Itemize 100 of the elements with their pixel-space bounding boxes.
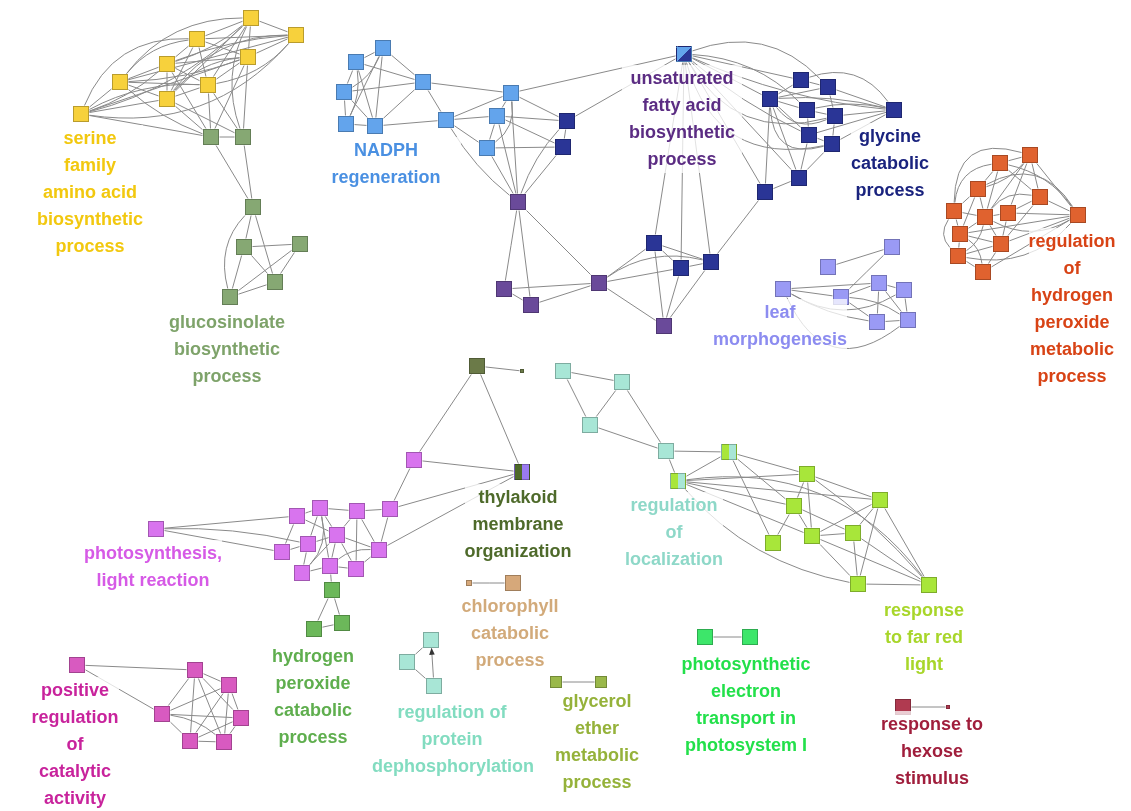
connector-line xyxy=(393,468,411,501)
connector-line xyxy=(89,88,112,108)
connector-line xyxy=(215,145,249,199)
connector-line xyxy=(238,284,267,295)
network-node xyxy=(267,274,283,290)
connector-line xyxy=(212,26,247,77)
connector-line xyxy=(331,543,336,558)
connector-line xyxy=(198,721,233,738)
connector-line xyxy=(197,678,222,734)
network-node xyxy=(872,492,888,508)
connector-line xyxy=(820,533,845,536)
connector-line xyxy=(764,107,771,184)
connector-line xyxy=(984,171,994,181)
connector-line xyxy=(224,215,246,289)
connector-line xyxy=(607,269,673,282)
connector-line xyxy=(173,57,240,91)
connector-line xyxy=(802,509,845,530)
connector-line xyxy=(968,235,993,243)
connector-line xyxy=(817,137,824,142)
connector-line xyxy=(175,87,200,97)
connector-line xyxy=(172,34,288,91)
connector-line xyxy=(170,713,233,719)
connector-line xyxy=(338,566,348,569)
network-node xyxy=(322,558,338,574)
network-node xyxy=(334,615,350,631)
connector-line xyxy=(692,41,821,79)
connector-line xyxy=(89,100,159,113)
connector-line xyxy=(255,215,273,274)
connector-line xyxy=(324,516,333,527)
connector-line xyxy=(252,243,292,248)
network-node xyxy=(505,575,521,591)
connector-line xyxy=(170,714,216,736)
connector-line xyxy=(280,252,295,274)
connector-line xyxy=(248,26,251,49)
connector-line xyxy=(800,143,808,170)
connector-line xyxy=(89,115,203,136)
connector-line xyxy=(170,721,182,734)
connector-line xyxy=(305,519,329,532)
connector-line xyxy=(214,65,245,129)
connector-line xyxy=(962,196,970,204)
connector-line xyxy=(164,530,274,551)
connector-line xyxy=(491,156,514,194)
connector-line xyxy=(798,514,808,528)
network-node xyxy=(148,521,164,537)
connector-line xyxy=(1016,200,1032,210)
connector-line xyxy=(364,64,415,80)
connector-line xyxy=(317,598,329,621)
connector-line xyxy=(303,552,307,565)
network-node xyxy=(721,444,737,460)
connector-line xyxy=(290,546,300,550)
connector-line xyxy=(1008,156,1022,162)
connector-line xyxy=(175,105,203,131)
connector-line xyxy=(213,93,238,129)
network-node xyxy=(921,577,937,593)
connector-line xyxy=(198,47,207,77)
connector-line xyxy=(344,100,346,116)
network-node xyxy=(245,199,261,215)
connector-line xyxy=(815,476,872,498)
network-node xyxy=(503,85,519,101)
connector-line xyxy=(626,390,662,443)
network-node xyxy=(827,108,843,124)
network-node xyxy=(112,74,128,90)
connector-line xyxy=(495,146,555,149)
network-node xyxy=(324,582,340,598)
network-node xyxy=(306,621,322,637)
connector-line xyxy=(375,56,383,118)
connector-line xyxy=(195,693,224,733)
connector-line xyxy=(526,210,591,275)
connector-line xyxy=(843,110,886,116)
connector-line xyxy=(343,519,351,527)
connector-line xyxy=(769,107,824,150)
connector-line xyxy=(662,245,703,260)
connector-line xyxy=(498,124,517,194)
connector-line xyxy=(251,255,268,274)
connector-line xyxy=(563,129,567,139)
connector-line xyxy=(454,116,489,120)
network-node xyxy=(479,140,495,156)
connector-line xyxy=(167,678,190,706)
network-node xyxy=(900,312,916,328)
connector-line xyxy=(364,51,375,59)
connector-line xyxy=(422,460,514,472)
network-node xyxy=(582,417,598,433)
connector-line xyxy=(809,81,820,86)
network-node xyxy=(1022,147,1038,163)
connector-line xyxy=(668,459,676,473)
connector-line xyxy=(772,107,797,170)
connector-line xyxy=(654,251,664,318)
connector-line xyxy=(505,119,555,144)
network-node xyxy=(884,239,900,255)
network-node xyxy=(73,106,89,122)
connector-line xyxy=(480,374,519,464)
connector-line xyxy=(216,43,290,84)
network-node xyxy=(510,194,526,210)
network-node xyxy=(200,77,216,93)
network-node xyxy=(312,500,328,516)
connector-line xyxy=(849,302,869,317)
connector-line xyxy=(1002,221,1007,236)
connector-line xyxy=(717,200,759,254)
connector-line xyxy=(365,509,382,511)
connector-line xyxy=(989,225,997,236)
